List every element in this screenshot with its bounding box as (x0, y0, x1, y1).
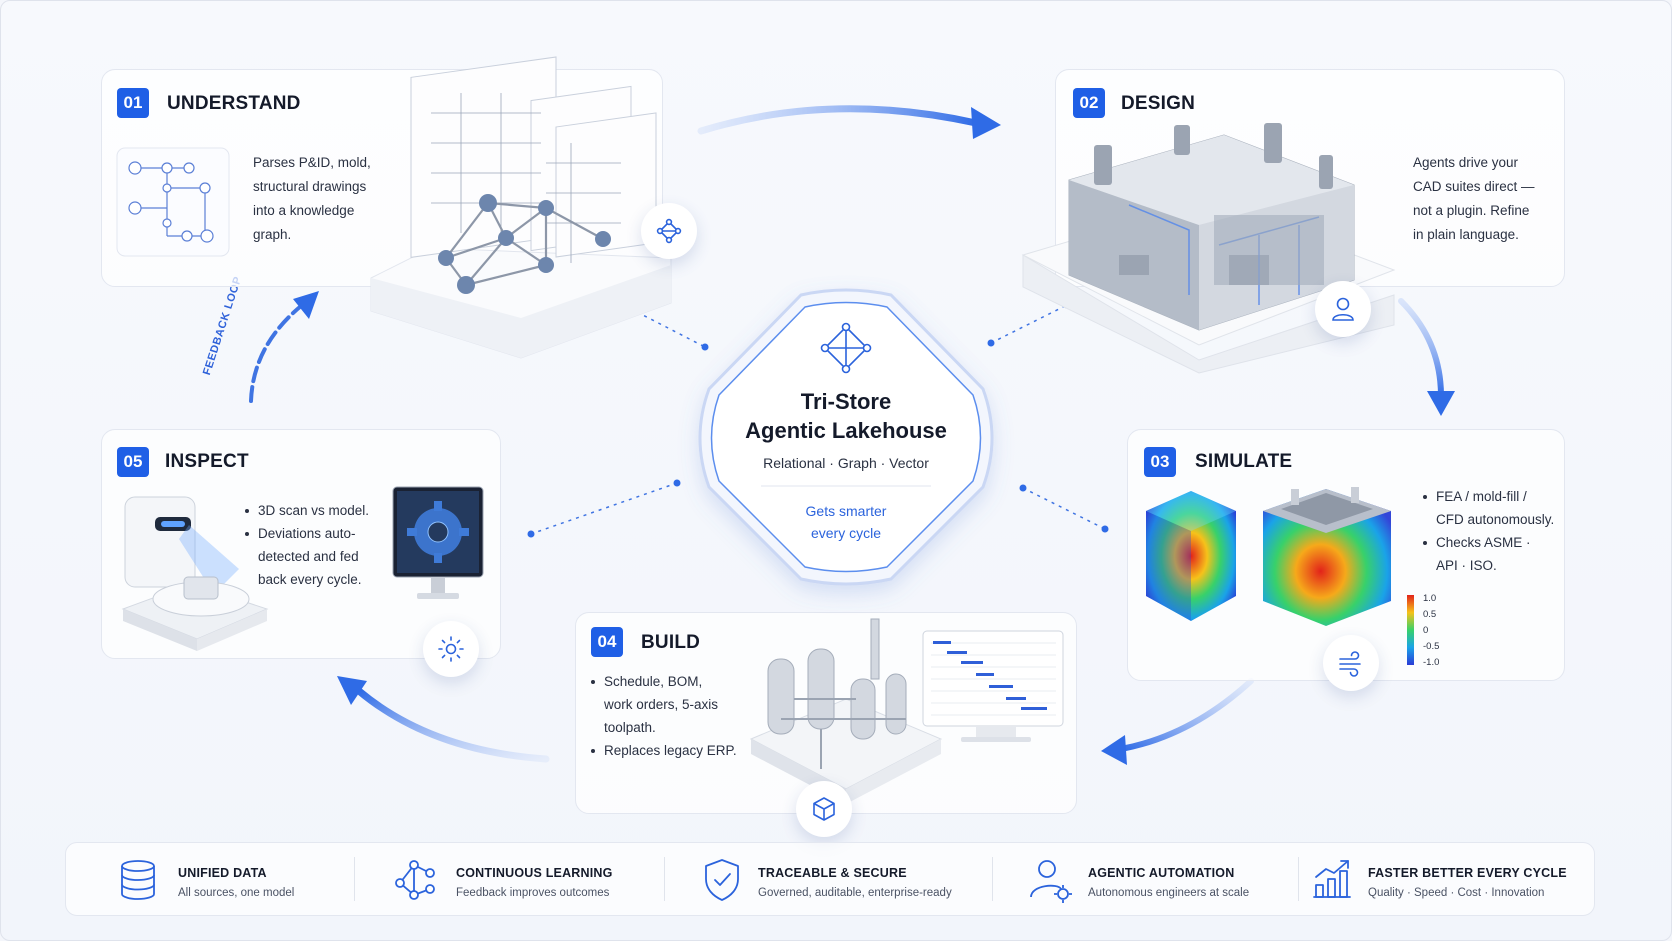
footer-divider (664, 857, 665, 901)
footer-item-title: FASTER BETTER EVERY CYCLE (1368, 866, 1567, 880)
color-scale-bar (1407, 595, 1414, 665)
lakehouse-title-line1: Tri-Store (800, 389, 892, 414)
arrow-build-to-inspect (355, 687, 550, 763)
bullet: Schedule, BOM, (591, 670, 737, 693)
footer-item-subtitle: Feedback improves outcomes (456, 887, 610, 899)
footer-item-title: TRACEABLE & SECURE (758, 866, 907, 880)
lakehouse-graph-icon (820, 322, 872, 374)
graph-node-bubble[interactable] (641, 203, 697, 259)
footer-item-subtitle: Quality · Speed · Cost · Innovation (1368, 887, 1545, 899)
footer-divider (992, 857, 993, 901)
growth-chart-icon (1313, 860, 1351, 898)
footer-item-continuous-learning: CONTINUOUS LEARNING Feedback improves ou… (392, 843, 692, 915)
3d-scanner-illustration (121, 496, 269, 651)
scan-settings-icon (438, 636, 464, 662)
lakehouse-subtitle: Relational · Graph · Vector (763, 455, 929, 471)
footer-item-title: AGENTIC AUTOMATION (1088, 866, 1235, 880)
bullet: Deviations auto- (245, 522, 369, 545)
stage-number-badge: 03 (1144, 447, 1176, 477)
scale-tick: 1.0 (1423, 593, 1437, 604)
scale-tick: 0 (1423, 625, 1429, 636)
stage-number-badge: 01 (117, 88, 149, 118)
bullet: FEA / mold-fill / (1423, 485, 1554, 508)
stage-title: INSPECT (165, 451, 249, 472)
build-bubble[interactable] (796, 781, 852, 837)
footer-divider (1298, 857, 1299, 901)
agent-bubble[interactable] (1315, 281, 1371, 337)
footer-benefits-bar: UNIFIED DATA All sources, one model CONT… (65, 842, 1595, 916)
stage-title: UNDERSTAND (167, 93, 301, 114)
footer-item-title: CONTINUOUS LEARNING (456, 866, 613, 880)
database-icon (121, 860, 155, 900)
desc-line: not a plugin. Refine (1413, 203, 1530, 218)
desc-line: Parses P&ID, mold, (253, 155, 371, 170)
bullet-continuation: CFD autonomously. (1436, 512, 1555, 527)
bullet-continuation: back every cycle. (258, 572, 362, 587)
center-hexagon (698, 288, 994, 586)
inspect-bubble[interactable] (423, 621, 479, 677)
stage-title: DESIGN (1121, 93, 1196, 114)
lakehouse-accent-line1: Gets smarter (805, 503, 887, 519)
stage-title: SIMULATE (1195, 451, 1293, 472)
factory-plant-illustration (749, 618, 943, 804)
gantt-monitor-illustration (922, 630, 1064, 742)
desc-line: Agents drive your (1413, 155, 1519, 170)
scale-tick: 0.5 (1423, 609, 1437, 620)
network-icon (395, 860, 435, 900)
cube-icon (813, 797, 835, 821)
bullet: Replaces legacy ERP. (591, 739, 737, 762)
lakehouse-title-line2: Agentic Lakehouse (745, 418, 947, 443)
bullet-continuation: API · ISO. (1436, 558, 1497, 573)
inspection-monitor-illustration (392, 486, 484, 599)
scale-tick: -0.5 (1423, 641, 1440, 652)
bullet-continuation: detected and fed (258, 549, 359, 564)
footer-item-faster-better: FASTER BETTER EVERY CYCLE Quality · Spee… (1310, 843, 1590, 915)
desc-line: CAD suites direct — (1413, 179, 1535, 194)
mold-design-illustration (1021, 123, 1396, 374)
bullet-continuation: toolpath. (604, 720, 656, 735)
stage-description: Agents drive your CAD suites direct — no… (1413, 151, 1535, 247)
bullet-continuation: work orders, 5-axis (604, 697, 719, 712)
stage-number-badge: 02 (1073, 88, 1105, 118)
footer-item-subtitle: Autonomous engineers at scale (1088, 887, 1250, 899)
footer-item-subtitle: Governed, auditable, enterprise-ready (758, 887, 952, 899)
graph-nodes-icon (656, 218, 682, 244)
arrow-understand-to-design (697, 105, 980, 135)
shield-check-icon (705, 859, 739, 901)
footer-item-subtitle: All sources, one model (178, 887, 295, 899)
user-gear-icon (1030, 860, 1072, 903)
desc-line: structural drawings (253, 179, 367, 194)
knowledge-graph-illustration (370, 56, 672, 359)
stage-bullets: Schedule, BOM, work orders, 5-axis toolp… (591, 670, 737, 762)
arrow-feedback-loop (249, 304, 303, 403)
scale-tick: -1.0 (1423, 657, 1440, 668)
footer-item-traceable-secure: TRACEABLE & SECURE Governed, auditable, … (702, 843, 1002, 915)
arrow-simulate-to-build (1118, 678, 1254, 752)
footer-divider (354, 857, 355, 901)
desc-line: graph. (253, 227, 292, 242)
footer-item-agentic-automation: AGENTIC AUTOMATION Autonomous engineers … (1028, 843, 1298, 915)
fea-simulation-illustration (1146, 487, 1391, 626)
lakehouse-accent-line2: every cycle (810, 525, 882, 541)
user-icon (1332, 297, 1354, 321)
flow-bubble[interactable] (1323, 635, 1379, 691)
stage-title: BUILD (641, 632, 701, 653)
stage-number-badge: 05 (117, 447, 149, 477)
stage-number-badge: 04 (591, 627, 623, 657)
footer-item-unified-data: UNIFIED DATA All sources, one model (118, 843, 388, 915)
stage-description: Parses P&ID, mold, structural drawings i… (253, 151, 371, 247)
footer-item-title: UNIFIED DATA (178, 866, 267, 880)
stage-bullets: 3D scan vs model. Deviations auto- detec… (245, 499, 369, 591)
wind-flow-icon (1339, 651, 1361, 677)
color-scale-legend: 1.0 0.5 0 -0.5 -1.0 (1407, 593, 1467, 668)
bullet: Checks ASME · (1423, 531, 1554, 554)
desc-line: into a knowledge (253, 203, 355, 218)
desc-line: in plain language. (1413, 227, 1519, 242)
stage-bullets: FEA / mold-fill / CFD autonomously. Chec… (1423, 485, 1554, 577)
bullet: 3D scan vs model. (245, 499, 369, 522)
arrow-design-to-simulate (1398, 298, 1444, 399)
pid-thumbnail-icon (116, 147, 230, 257)
